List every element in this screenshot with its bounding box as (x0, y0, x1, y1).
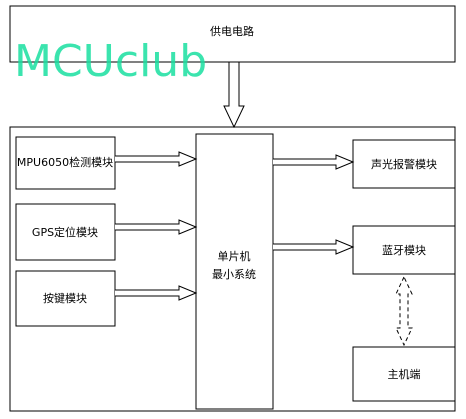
mcu-label-line2: 最小系统 (212, 268, 256, 281)
bluetooth-label: 蓝牙模块 (382, 244, 426, 257)
gps-to-mcu-arrow (115, 219, 198, 235)
watermark-logo: MCUclub (14, 36, 207, 87)
host-label: 主机端 (388, 367, 421, 381)
mpu6050-block: MPU6050检测模块 (15, 136, 116, 190)
mpu-to-mcu-arrow (115, 151, 198, 167)
keys-label: 按键模块 (43, 291, 87, 305)
power-to-system-arrow (223, 61, 245, 129)
gps-label: GPS定位模块 (32, 225, 98, 239)
alarm-label: 声光报警模块 (371, 157, 437, 171)
bluetooth-block: 蓝牙模块 (352, 225, 456, 275)
mcu-label-line1: 单片机 (218, 249, 251, 263)
power-supply-label: 供电电路 (210, 24, 254, 38)
mcu-block: 单片机 最小系统 (195, 133, 274, 410)
mcu-to-alarm-arrow (273, 154, 355, 170)
keys-to-mcu-arrow (115, 285, 198, 301)
mcu-to-bluetooth-arrow (273, 239, 355, 255)
alarm-block: 声光报警模块 (352, 139, 456, 189)
host-block: 主机端 (352, 346, 456, 402)
bluetooth-host-dashed-arrow (395, 275, 413, 347)
mpu6050-label: MPU6050检测模块 (17, 155, 113, 169)
gps-block: GPS定位模块 (15, 203, 116, 261)
keys-block: 按键模块 (15, 270, 116, 327)
